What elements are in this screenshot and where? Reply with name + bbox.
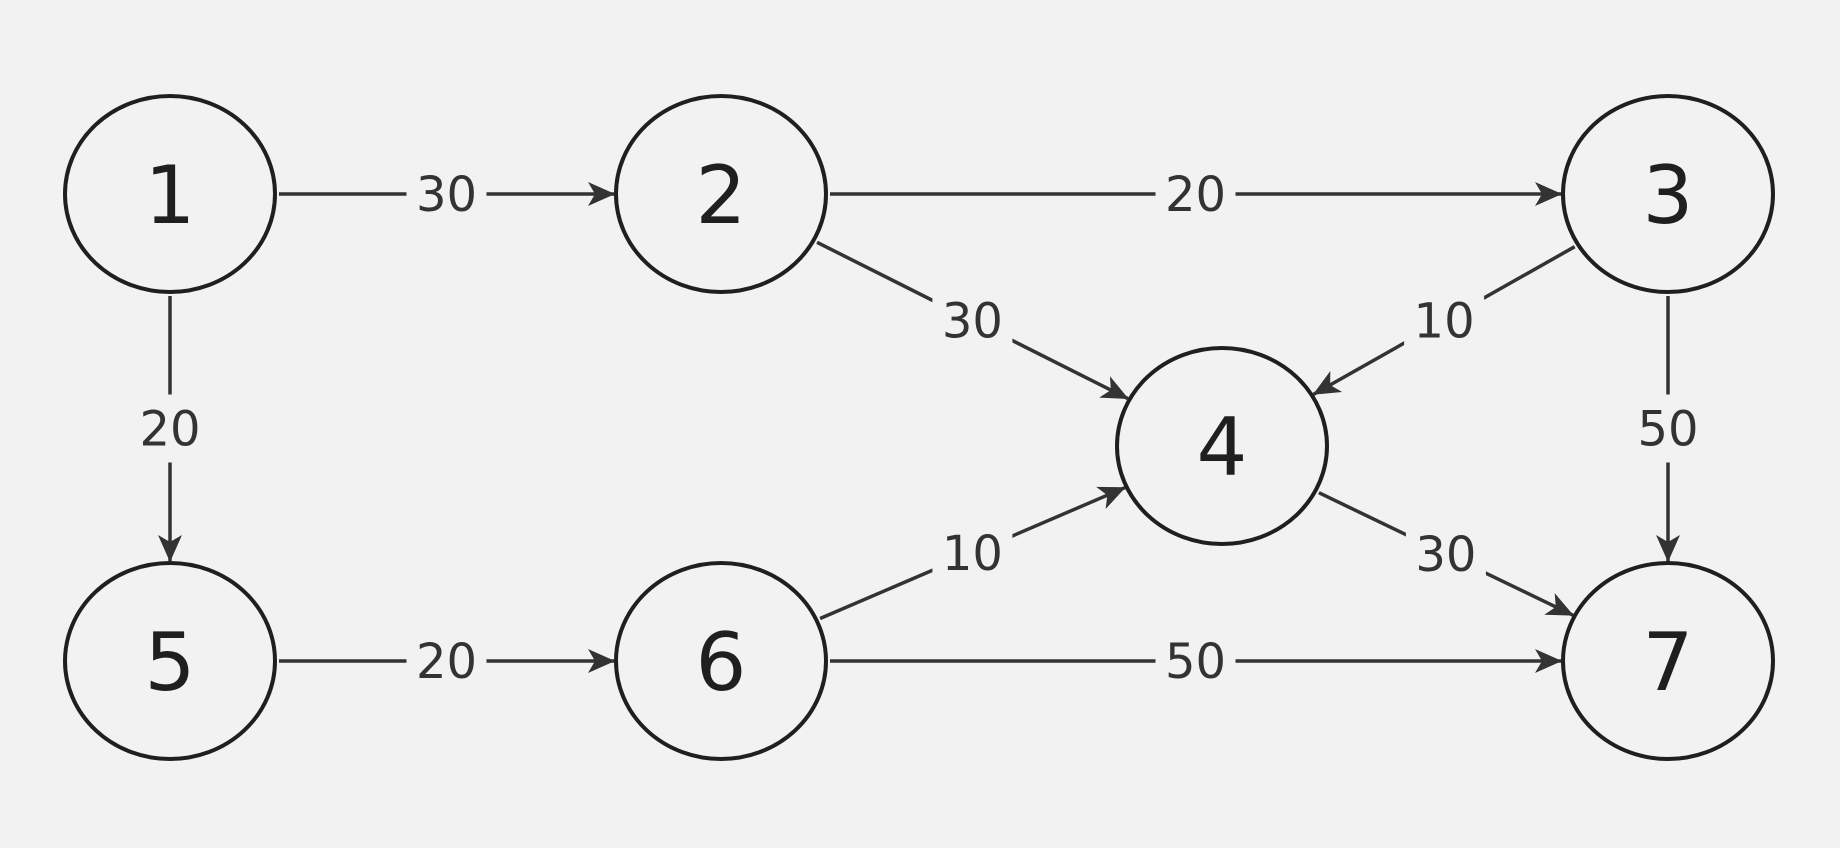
edge-weight-label: 30 bbox=[942, 293, 1003, 349]
edge-weight-label: 30 bbox=[1415, 527, 1476, 583]
edge-3-4: 10 bbox=[1312, 245, 1576, 396]
node-label: 2 bbox=[696, 149, 747, 242]
edge-3-7: 50 bbox=[1628, 296, 1708, 562]
edge-weight-label: 10 bbox=[1414, 294, 1475, 350]
node-label: 5 bbox=[145, 616, 196, 709]
edge-label-background bbox=[1155, 160, 1236, 228]
edge-4-7: 30 bbox=[1318, 491, 1574, 617]
node-3: 3 bbox=[1561, 94, 1775, 294]
edge-label-background bbox=[130, 394, 210, 463]
edge-weight-label: 20 bbox=[139, 402, 200, 458]
node-6: 6 bbox=[614, 561, 828, 761]
edge-label-background bbox=[406, 627, 487, 695]
node-ellipse bbox=[1561, 94, 1775, 294]
node-4: 4 bbox=[1115, 346, 1329, 546]
node-label: 4 bbox=[1197, 401, 1248, 494]
node-1: 1 bbox=[63, 94, 277, 294]
edge-6-4: 10 bbox=[819, 486, 1126, 621]
edge-weight-label: 20 bbox=[1165, 167, 1226, 223]
edge-2-3: 20 bbox=[830, 160, 1562, 228]
node-ellipse bbox=[63, 561, 277, 761]
edge-6-7: 50 bbox=[830, 627, 1562, 695]
node-2: 2 bbox=[614, 94, 828, 294]
node-label: 3 bbox=[1643, 149, 1694, 242]
node-ellipse bbox=[1115, 346, 1329, 546]
node-label: 7 bbox=[1643, 616, 1694, 709]
node-ellipse bbox=[63, 94, 277, 294]
edge-weight-label: 50 bbox=[1637, 402, 1698, 458]
node-ellipse bbox=[614, 561, 828, 761]
edge-weight-label: 30 bbox=[416, 167, 477, 223]
edge-label-background bbox=[932, 519, 1013, 588]
node-ellipse bbox=[614, 94, 828, 294]
edge-1-5: 20 bbox=[130, 296, 210, 562]
node-label: 1 bbox=[145, 149, 196, 242]
edge-weight-label: 50 bbox=[1165, 634, 1226, 690]
node-ellipse bbox=[1561, 561, 1775, 761]
node-7: 7 bbox=[1561, 561, 1775, 761]
node-label: 6 bbox=[696, 616, 747, 709]
edge-1-2: 30 bbox=[279, 160, 615, 228]
edge-weight-label: 20 bbox=[416, 634, 477, 690]
edge-2-4: 30 bbox=[816, 240, 1129, 401]
node-5: 5 bbox=[63, 561, 277, 761]
edge-label-background bbox=[1155, 627, 1236, 695]
edge-label-background bbox=[1405, 519, 1486, 588]
edge-label-background bbox=[932, 286, 1013, 355]
edge-weight-label: 10 bbox=[942, 526, 1003, 582]
edge-label-background bbox=[1628, 394, 1708, 463]
edge-label-background bbox=[1404, 286, 1485, 355]
edge-5-6: 20 bbox=[279, 627, 615, 695]
edge-label-background bbox=[406, 160, 487, 228]
